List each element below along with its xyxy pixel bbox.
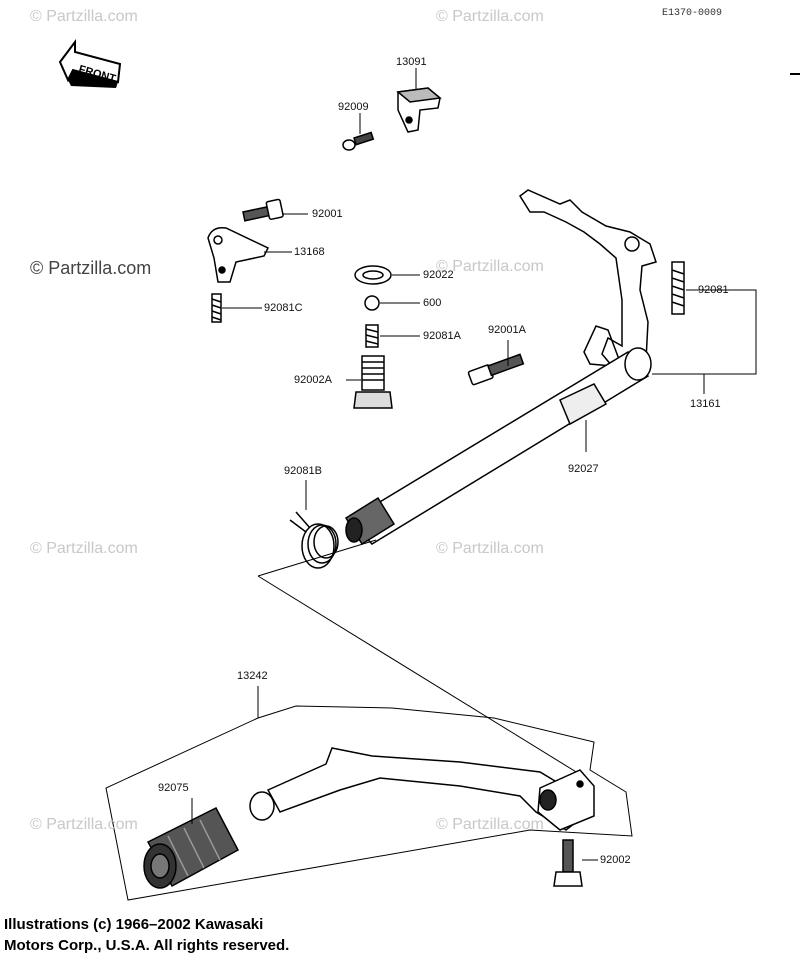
watermark-4: © Partzilla.com (436, 258, 544, 275)
copyright-line-2: Motors Corp., U.S.A. All rights reserved… (4, 937, 290, 954)
part-92081B-spring (289, 511, 339, 569)
part-13242-pedal (249, 747, 595, 831)
watermark-6: © Partzilla.com (436, 540, 544, 557)
label-92001: 92001 (312, 208, 343, 220)
label-92081A: 92081A (423, 330, 461, 342)
watermark-3: © Partzilla.com (30, 258, 152, 278)
part-92081A-spring (365, 324, 379, 348)
copyright-line-1: Illustrations (c) 1966–2002 Kawasaki (4, 916, 264, 933)
part-13161-shift-arm (518, 189, 657, 367)
watermark-1: © Partzilla.com (30, 8, 138, 25)
part-13168-plate (207, 226, 270, 283)
label-92081C: 92081C (264, 302, 303, 314)
label-92002A: 92002A (294, 374, 332, 386)
watermark-5: © Partzilla.com (30, 540, 138, 557)
label-13168: 13168 (294, 246, 325, 258)
label-92081: 92081 (698, 284, 729, 296)
label-92009: 92009 (338, 101, 369, 113)
label-92027: 92027 (568, 463, 599, 475)
label-13242: 13242 (237, 670, 268, 682)
part-600-ball (364, 295, 380, 311)
label-13161: 13161 (690, 398, 721, 410)
label-92002: 92002 (600, 854, 631, 866)
front-arrow-icon: FRONT (58, 39, 122, 88)
part-13091-bracket (396, 87, 442, 133)
part-92002-bolt (553, 839, 583, 887)
watermark-7: © Partzilla.com (30, 816, 138, 833)
watermark-2: © Partzilla.com (436, 8, 544, 25)
label-600: 600 (423, 297, 442, 309)
label-92022: 92022 (423, 269, 454, 281)
label-92001A: 92001A (488, 324, 526, 336)
copyright-notice: Illustrations (c) 1966–2002 Kawasaki Mot… (4, 914, 289, 956)
part-92081C-spring (211, 293, 222, 323)
part-92075-rubber (143, 807, 240, 889)
part-92001-bolt (242, 198, 284, 222)
label-92081B: 92081B (284, 465, 322, 477)
part-shift-shaft (344, 347, 652, 546)
part-92009-screw (342, 131, 375, 151)
part-92002A-plug (353, 355, 393, 409)
part-92022-washer (354, 265, 392, 285)
part-92001A-stud (467, 353, 525, 386)
part-92081-spring (671, 261, 685, 315)
label-92075: 92075 (158, 782, 189, 794)
reference-code: E1370-0009 (662, 8, 723, 19)
label-13091: 13091 (396, 56, 427, 68)
watermark-8: © Partzilla.com (436, 816, 544, 833)
